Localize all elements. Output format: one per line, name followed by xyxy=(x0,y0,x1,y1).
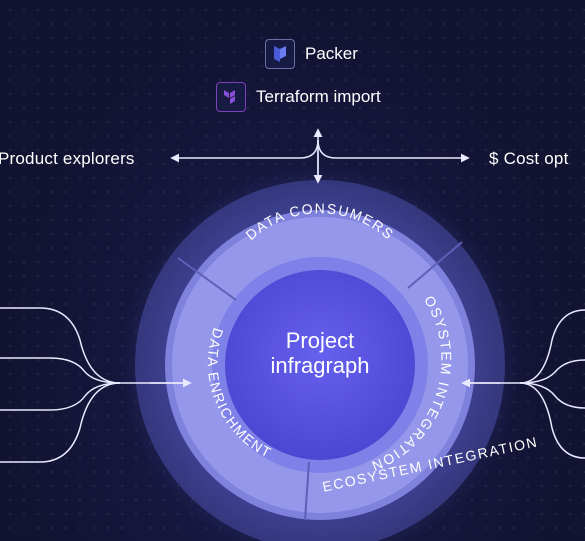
output-cost-opt: $ Cost opt xyxy=(489,149,569,169)
segment-divider-right xyxy=(407,241,463,289)
connector-right-curve xyxy=(317,139,470,163)
center-title-line1: Project xyxy=(285,328,355,353)
output-product-explorers: Product explorers xyxy=(0,149,135,168)
tool-packer: Packer xyxy=(265,39,358,69)
tool-terraform-label: Terraform import xyxy=(256,87,381,106)
segment-divider-bottom-left xyxy=(304,461,310,521)
tool-packer-label: Packer xyxy=(305,44,358,63)
terraform-icon xyxy=(216,82,246,112)
center-title-line2: infragraph xyxy=(270,353,370,378)
core-circle xyxy=(225,270,415,460)
right-input-lines xyxy=(470,309,585,459)
output-cost-opt-label: Cost opt xyxy=(503,149,569,168)
left-input-lines xyxy=(0,307,186,463)
dollar-icon: $ xyxy=(489,149,499,168)
segment-divider-left xyxy=(177,257,237,301)
segment-label-ecosystem-integration-bottom: ECOSYSTEM INTEGRATION xyxy=(321,433,540,494)
tool-terraform: Terraform import xyxy=(216,82,381,112)
packer-icon xyxy=(265,39,295,69)
center-title: Project infragraph xyxy=(250,328,390,378)
